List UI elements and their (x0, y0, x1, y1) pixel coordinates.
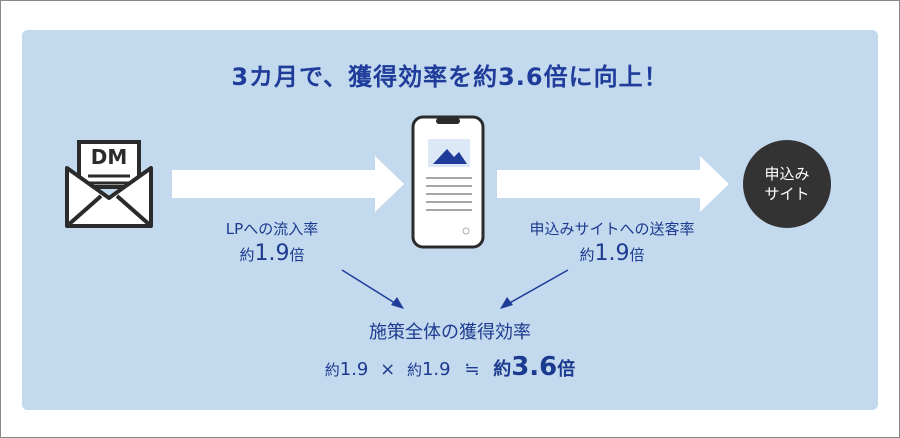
result-prefix: 約 (493, 359, 512, 380)
stat-prefix: 約 (239, 246, 255, 264)
formula-prefix: 約 (406, 361, 422, 379)
arrow-label-ab-test: A/Bテスト (564, 178, 630, 194)
arrow-label-dm-change: DM仕様変更 (232, 178, 312, 194)
stat-lp-inflow: LPへの流入率 約1.9倍 (172, 218, 372, 266)
stat-value: 1.9 (254, 241, 290, 266)
summary-heading: 施策全体の獲得効率 (369, 322, 531, 343)
stat-site-referral: 申込みサイトへの送客率 約1.9倍 (497, 218, 727, 266)
arrow-ab-test (497, 156, 729, 212)
headline: 3カ月で、獲得効率を約3.6倍に向上！ (231, 63, 669, 91)
formula-value: 1.9 (421, 359, 451, 380)
approx-sign: ≒ (464, 359, 480, 380)
times-sign: × (380, 359, 396, 380)
smartphone-icon (411, 115, 485, 249)
stat-lp-inflow-label: LPへの流入率 (225, 220, 319, 238)
result-value: 3.6 (511, 352, 558, 382)
stat-value: 1.9 (594, 241, 630, 266)
arrow-dm-change (172, 156, 404, 212)
result-suffix: 倍 (557, 359, 576, 380)
stat-suffix: 倍 (629, 246, 645, 264)
stat-site-referral-label: 申込みサイトへの送客率 (529, 220, 695, 238)
stat-prefix: 約 (579, 246, 595, 264)
converging-arrows (341, 269, 569, 309)
envelope-dm-text: DM (90, 145, 128, 169)
envelope-icon (65, 140, 153, 228)
stat-suffix: 倍 (289, 246, 305, 264)
site-label-line1: 申込み (764, 165, 810, 183)
summary-formula: 約1.9 × 約1.9 ≒ 約3.6倍 (0, 352, 900, 382)
formula-prefix: 約 (324, 361, 340, 379)
formula-value: 1.9 (339, 359, 369, 380)
application-site-circle: 申込み サイト (743, 140, 831, 228)
site-label-line2: サイト (764, 185, 810, 203)
